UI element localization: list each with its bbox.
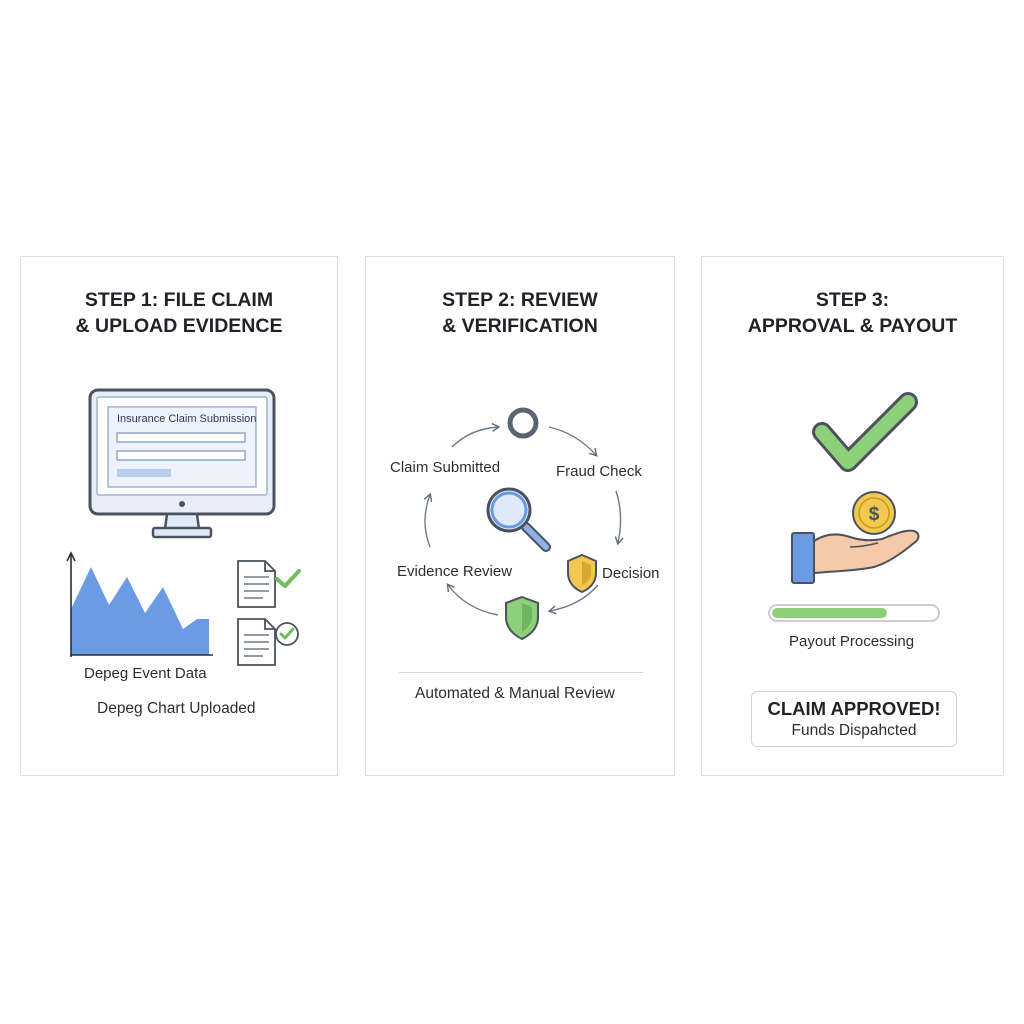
divider [399, 672, 643, 673]
payout-progress-label: Payout Processing [789, 633, 915, 650]
chart-label: Depeg Event Data [84, 665, 207, 682]
step3-title: STEP 3: APPROVAL & PAYOUT [702, 287, 1003, 339]
svg-text:$: $ [869, 504, 880, 525]
form-submit-bar [117, 469, 171, 477]
cycle-arrow [614, 490, 624, 546]
claim-approved-subtitle: Funds Dispahcted [791, 722, 917, 739]
step1-title-line1: STEP 1: FILE CLAIM [84, 289, 274, 311]
cycle-arrow [446, 583, 499, 616]
review-cycle-diagram [423, 407, 624, 641]
claim-approved-title: CLAIM APPROVED! [767, 698, 941, 719]
shield-gold-icon [567, 553, 597, 594]
step1-title: STEP 1: FILE CLAIM & UPLOAD EVIDENCE [21, 287, 337, 339]
cycle-label-claim-submitted: Claim Submitted [390, 459, 501, 476]
cycle-arrow [547, 584, 599, 615]
step1-caption: Depeg Chart Uploaded [97, 700, 256, 717]
step2-panel: STEP 2: REVIEW & VERIFICATION [365, 256, 675, 776]
step2-title: STEP 2: REVIEW & VERIFICATION [366, 287, 674, 339]
step3-title-line1: STEP 3: [815, 289, 890, 311]
step1-panel: STEP 1: FILE CLAIM & UPLOAD EVIDENCE Ins… [20, 256, 338, 776]
document-2-icon [237, 618, 299, 666]
step2-caption: Automated & Manual Review [415, 685, 615, 702]
cycle-label-fraud-check: Fraud Check [556, 463, 642, 480]
step3-panel: STEP 3: APPROVAL & PAYOUT $ Payout Proce… [701, 256, 1004, 776]
cycle-label-decision: Decision [602, 565, 660, 582]
cycle-arrow [548, 426, 598, 457]
check-icon [275, 569, 301, 588]
cycle-arrow [423, 492, 433, 548]
shield-green-icon [505, 595, 539, 641]
magnifier-icon [486, 487, 551, 552]
form-field-1 [116, 432, 246, 443]
depeg-area-chart [66, 551, 213, 657]
form-title: Insurance Claim Submission [117, 413, 257, 425]
area-series [71, 567, 209, 655]
documents-verified-icon [237, 560, 301, 666]
step1-title-line2: & UPLOAD EVIDENCE [75, 315, 283, 337]
step2-title-line1: STEP 2: REVIEW [442, 289, 598, 311]
payout-progress-bar [768, 604, 940, 622]
document-1-icon [237, 560, 276, 608]
cycle-arrow [451, 422, 501, 448]
computer-monitor-icon [88, 388, 276, 539]
cycle-label-evidence-review: Evidence Review [397, 563, 513, 580]
step3-title-line2: APPROVAL & PAYOUT [747, 315, 958, 337]
payout-progress-fill [772, 608, 887, 618]
form-field-2 [116, 450, 246, 461]
dollar-coin-icon: $ [852, 491, 896, 535]
check-circle-icon [279, 627, 295, 640]
step2-title-line2: & VERIFICATION [442, 315, 598, 337]
large-check-icon [812, 392, 918, 472]
hand-coin-icon: $ [791, 491, 920, 584]
ring-icon [507, 407, 539, 439]
claim-approved-box: CLAIM APPROVED! Funds Dispahcted [751, 691, 957, 747]
